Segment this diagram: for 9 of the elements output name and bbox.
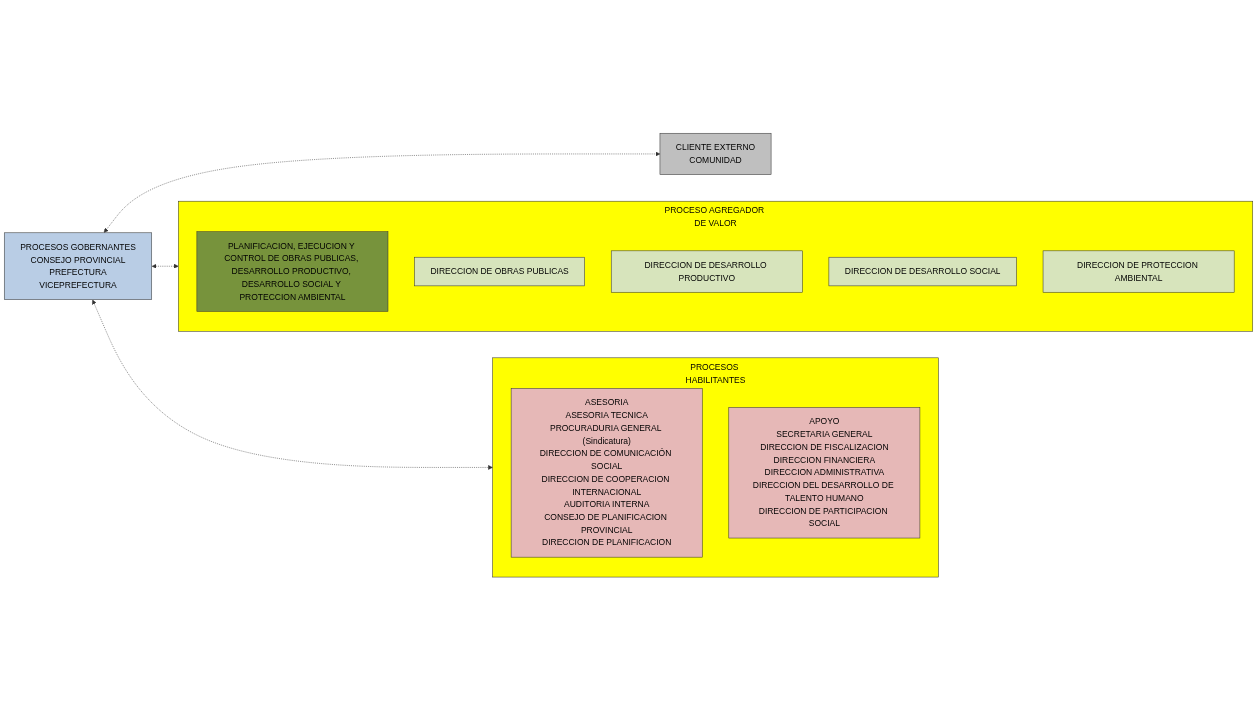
node-box: DIRECCION DE DESARROLLO SOCIAL — [828, 257, 1017, 287]
node-box: ASESORIA ASESORIA TECNICA PROCURADURIA GENERAL (Sindicatura) DIRECCION DE COMUNICACIÓN SOCIAL DIRECCION DE COOPERACION INTERNACIONAL AUDITORIA INTERNA CONSEJO DE PLANIFICACION PROVINCIAL DIRECCION DE PLANIFICACION — [510, 388, 703, 558]
node-box: CLIENTE EXTERNO COMUNIDAD — [659, 133, 772, 176]
node-box: PROCESOS GOBERNANTES CONSEJO PROVINCIAL PREFECTURA VICEPREFECTURA — [4, 232, 152, 301]
node-box: DIRECCION DE DESARROLLO PRODUCTIVO — [610, 250, 803, 293]
node-box: APOYO SECRETARIA GENERAL DIRECCION DE FISCALIZACION DIRECCION FINANCIERA DIRECCION ADMINISTRATIVA DIRECCION DEL DESARROLLO DE TALENTO HUMANO DIRECCION DE PARTICIPACION SOCIAL — [728, 407, 921, 539]
node-box: DIRECCION DE OBRAS PUBLICAS — [414, 257, 585, 287]
node-box: DIRECCION DE PROTECCION AMBIENTAL — [1042, 250, 1235, 293]
node-box: PLANIFICACION, EJECUCION Y CONTROL DE OBRAS PUBLICAS, DESARROLLO PRODUCTIVO, DESARROLLO SOCIAL Y PROTECCION AMBIENTAL — [196, 231, 389, 312]
